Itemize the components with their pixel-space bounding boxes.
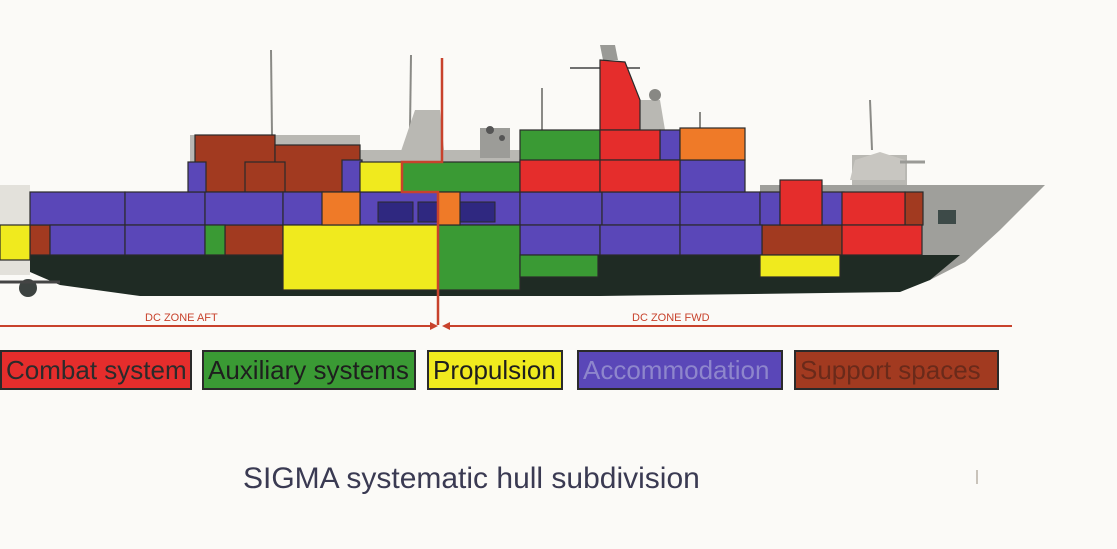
radar-mast: [486, 45, 661, 141]
legend-support-spaces: Support spaces: [794, 350, 999, 390]
diagram-caption: SIGMA systematic hull subdivision: [243, 462, 700, 495]
cabins-dark: [377, 201, 496, 223]
legend-combat-system: Combat system: [0, 350, 192, 390]
compartments-accommodation: [29, 129, 845, 256]
compartments-propulsion: [0, 161, 841, 291]
bow-badge: [938, 210, 956, 224]
compartments-orange: [321, 127, 746, 226]
legend-accommodation: Accommodation: [577, 350, 783, 390]
dc-zone-aft-label: DC ZONE AFT: [145, 312, 218, 324]
legend-propulsion: Propulsion: [427, 350, 563, 390]
dc-zone-fwd-label: DC ZONE FWD: [632, 312, 710, 324]
dc-zone-arrows: [0, 322, 1012, 330]
dc-zone-divider: [400, 58, 444, 325]
masts: [270, 49, 873, 151]
scan-mark: [976, 470, 978, 484]
legend-auxiliary-systems: Auxiliary systems: [202, 350, 416, 390]
main-gun: [850, 152, 925, 180]
compartments-combat: [519, 59, 923, 256]
